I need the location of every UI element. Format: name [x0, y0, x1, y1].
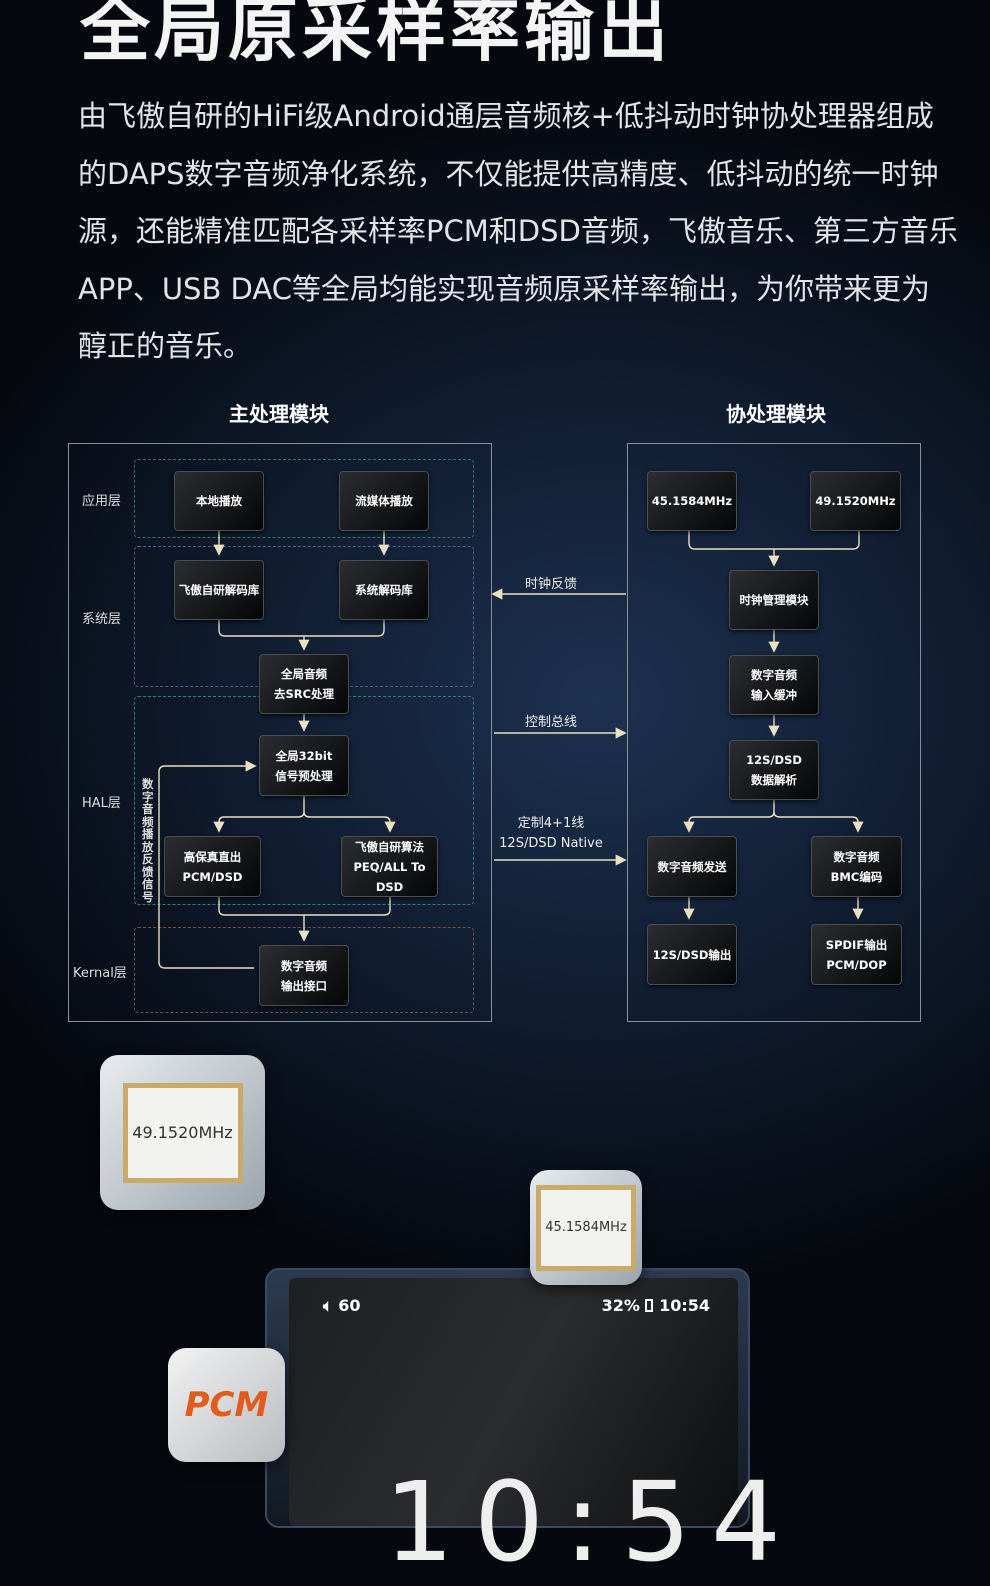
box-label: 飞傲自研解码库	[178, 583, 260, 597]
layer-label-hal: HAL层	[82, 796, 121, 811]
big-clock: 10:54	[384, 1458, 802, 1586]
box-label: 全局32bit	[275, 748, 333, 763]
volume-value: 60	[338, 1296, 361, 1315]
oscillator-44k-box: 45.1584MHz	[647, 471, 737, 531]
speaker-icon: 🔈︎	[323, 1296, 333, 1315]
box-label: SPDIF输出	[825, 937, 888, 952]
box-label: 45.1584MHz	[651, 494, 733, 508]
volume-indicator: 🔈︎ 60	[323, 1296, 360, 1316]
box-label: 12S/DSD输出	[652, 947, 732, 962]
co-module-panel	[627, 443, 921, 1022]
data-parse-box: 12S/DSD 数据解析	[729, 740, 819, 800]
battery-percent: 32%	[601, 1296, 640, 1315]
custom-line-label: 定制4+1线	[517, 816, 585, 831]
main-module-panel	[68, 443, 492, 1022]
fiio-decoder-box: 飞傲自研解码库	[174, 560, 264, 620]
box-label: PCM/DSD	[182, 869, 243, 884]
box-label: 流媒体播放	[355, 494, 413, 508]
i2s-output-box: 12S/DSD输出	[647, 924, 737, 985]
direct-output-box: 高保真直出 PCM/DSD	[164, 836, 261, 897]
layer-label-app: 应用层	[82, 494, 122, 509]
input-buffer-box: 数字音频输入缓冲	[729, 655, 819, 715]
chip-label: PCM	[184, 1385, 269, 1425]
bmc-encode-box: 数字音频 BMC编码	[811, 836, 902, 897]
box-label: 输出接口	[281, 978, 327, 993]
status-time: 10:54	[659, 1296, 710, 1315]
app-layer-region	[134, 459, 474, 538]
box-label: 信号预处理	[275, 768, 333, 783]
feedback-signal-label: 数字音频播放反馈信号	[142, 777, 154, 904]
connector-lines	[158, 531, 864, 969]
page-title: 全局原采样率输出	[80, 0, 672, 71]
box-label: 时钟管理模块	[739, 593, 809, 607]
oscillator-chip-44k: 45.1584MHz	[530, 1170, 642, 1285]
i2s-native-label: 12S/DSD Native	[499, 836, 603, 851]
clock-feedback-label: 时钟反馈	[524, 577, 577, 592]
battery-icon	[645, 1299, 654, 1312]
pcm-chip: PCM	[168, 1348, 285, 1462]
status-right: 32% 10:54	[602, 1296, 710, 1315]
box-label: 49.1520MHz	[815, 494, 896, 508]
box-label: 数字音频	[751, 668, 797, 682]
system-decoder-box: 系统解码库	[339, 560, 429, 620]
box-label: 12S/DSD	[746, 753, 802, 767]
box-label: PCM/DOP	[826, 957, 887, 972]
fiio-algorithm-box: 飞傲自研算法 PEQ/ALL To DSD	[341, 836, 438, 897]
box-label: 数字音频	[833, 849, 880, 864]
box-label: PEQ/ALL To DSD	[353, 859, 426, 894]
main-module-title: 主处理模块	[229, 402, 329, 426]
src-bypass-box: 全局音频去SRC处理	[259, 654, 349, 714]
clock-management-box: 时钟管理模块	[729, 570, 819, 630]
oscillator-48k-box: 49.1520MHz	[810, 471, 901, 531]
box-label: BMC编码	[830, 869, 883, 884]
chip-label: 45.1584MHz	[536, 1184, 636, 1271]
chip-label: 49.1520MHz	[122, 1082, 243, 1183]
box-label: 输入缓冲	[751, 688, 797, 702]
local-play-box: 本地播放	[174, 471, 264, 531]
box-label: 数字音频发送	[657, 859, 727, 874]
box-label: 飞傲自研算法	[355, 839, 424, 854]
box-label: 数据解析	[751, 773, 797, 787]
player-device: 🔈︎ 60 32% 10:54 10:54	[265, 1268, 781, 1586]
device-screen: 🔈︎ 60 32% 10:54 10:54	[289, 1278, 781, 1586]
audio-send-box: 数字音频发送	[647, 836, 737, 897]
layer-label-system: 系统层	[82, 612, 122, 627]
spdif-output-box: SPDIF输出 PCM/DOP	[811, 924, 902, 985]
box-label: 本地播放	[196, 494, 242, 508]
intro-paragraph: 由飞傲自研的HiFi级Android通层音频核+低抖动时钟协处理器组成的DAPS…	[78, 99, 958, 363]
box-label: 系统解码库	[355, 583, 413, 597]
control-bus-label: 控制总线	[524, 715, 577, 730]
digital-output-box: 数字音频输出接口	[259, 945, 349, 1006]
box-label: 去SRC处理	[273, 687, 335, 701]
oscillator-chip-48k: 49.1520MHz	[100, 1055, 265, 1210]
box-label: 高保真直出	[183, 849, 242, 864]
stream-play-box: 流媒体播放	[339, 471, 429, 531]
box-label: 全局音频	[281, 667, 327, 681]
layer-label-kernel: Kernal层	[73, 966, 127, 981]
co-module-title: 协处理模块	[726, 402, 826, 426]
box-label: 数字音频	[281, 958, 327, 973]
preprocess-box: 全局32bit 信号预处理	[259, 735, 349, 796]
